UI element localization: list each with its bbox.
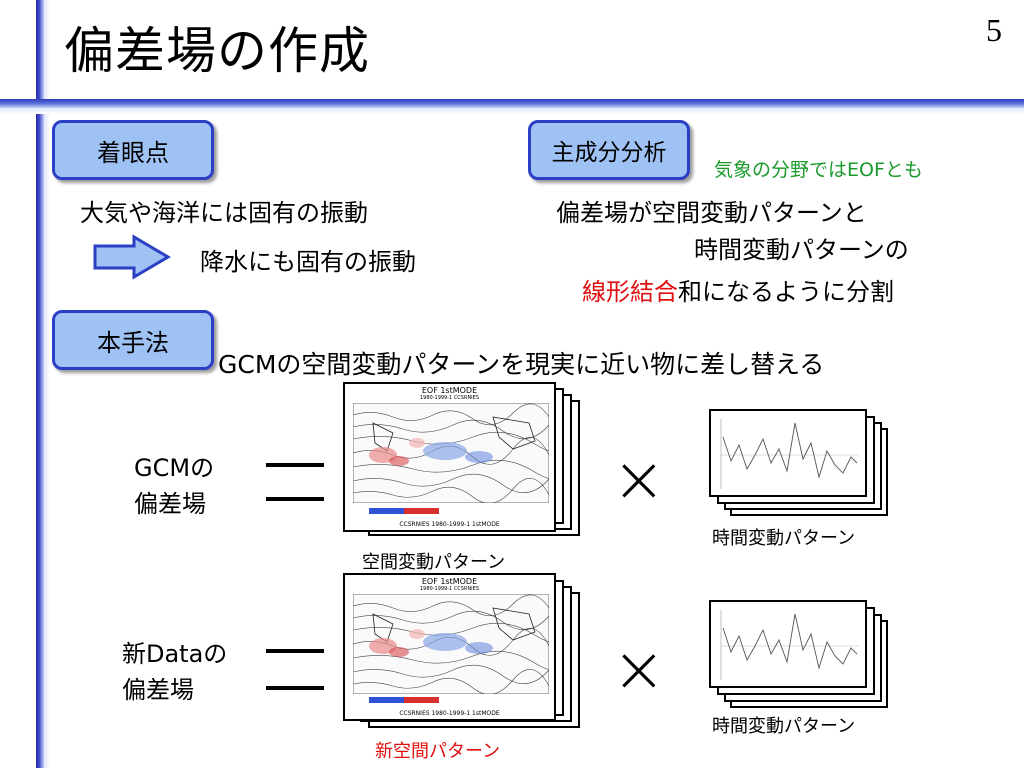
pca-box-label: 主成分分析 <box>551 140 667 166</box>
eof-note: 気象の分野ではEOFとも <box>714 159 923 181</box>
equals-top-bar <box>266 463 324 467</box>
method-box: 本手法 <box>52 310 214 370</box>
new-spatial-caption-red: 新 <box>375 741 393 762</box>
equals-bottom-bar <box>266 497 324 501</box>
time-series-plot <box>709 409 867 497</box>
colorbar-2 <box>369 697 439 703</box>
temporal-caption-1: 時間変動パターン <box>712 528 856 549</box>
focus-line-2: 降水にも固有の振動 <box>200 248 416 276</box>
slide-title: 偏差場の作成 <box>64 22 370 80</box>
horizontal-accent-shadow <box>0 108 1024 114</box>
spatial-pattern-map: EOF 1stMODE 1980-1999-1 CCSRNIES CCSRNIE… <box>343 382 556 532</box>
vertical-accent-shadow <box>44 0 50 768</box>
pca-line-3-rest: 和になるように分割 <box>678 278 894 306</box>
multiply-symbol: × <box>612 443 666 517</box>
map-footer: CCSRNIES 1980-1999-1 1stMODE <box>399 521 500 528</box>
gcm-anomaly-label: GCMの 偏差場 <box>134 450 214 522</box>
pca-line-1: 偏差場が空間変動パターンと <box>556 199 867 227</box>
method-text: GCMの空間変動パターンを現実に近い物に差し替える <box>218 350 825 379</box>
gcm-label-line2: 偏差場 <box>134 490 206 518</box>
map2-title: EOF 1stMODE <box>421 577 478 586</box>
new-data-label-line2: 偏差場 <box>122 676 194 704</box>
linear-combination-text: 線形結合 <box>582 278 678 306</box>
colorbar <box>369 508 439 514</box>
equals2-top-bar <box>266 649 324 653</box>
new-spatial-caption-rest: 空間パターン <box>393 741 501 762</box>
method-box-label: 本手法 <box>97 328 169 357</box>
focus-box-label: 着眼点 <box>97 138 169 167</box>
spatial-caption: 空間変動パターン <box>362 552 506 573</box>
map2-footer: CCSRNIES 1980-1999-1 1stMODE <box>399 710 500 717</box>
map2-subtitle: 1980-1999-1 CCSRNIES <box>419 586 479 592</box>
multiply-symbol-2: × <box>612 633 666 707</box>
focus-box: 着眼点 <box>52 120 214 180</box>
new-spatial-pattern-map: EOF 1stMODE 1980-1999-1 CCSRNIES CCSRNIE… <box>343 573 556 721</box>
gcm-label-line1: GCMの <box>134 454 215 482</box>
time-series-line-2 <box>720 610 859 680</box>
new-data-anomaly-label: 新Dataの 偏差場 <box>122 636 227 708</box>
pca-line-3: 線形結合和になるように分割 <box>582 272 894 307</box>
map-title: EOF 1stMODE <box>421 386 478 395</box>
page-number: 5 <box>986 12 1002 48</box>
temporal-caption-2: 時間変動パターン <box>712 716 856 737</box>
world-map-contour <box>353 403 549 503</box>
focus-line-1: 大気や海洋には固有の振動 <box>80 199 368 227</box>
time-series-line <box>720 419 859 489</box>
pca-line-2: 時間変動パターンの <box>694 236 909 264</box>
horizontal-accent-bar <box>0 99 1024 108</box>
new-spatial-caption: 新空間パターン <box>375 737 500 763</box>
world-map-contour-2 <box>353 594 549 694</box>
map-subtitle: 1980-1999-1 CCSRNIES <box>419 395 479 401</box>
equals2-bottom-bar <box>266 686 324 690</box>
new-data-label-line1: 新Dataの <box>122 640 228 668</box>
pca-box: 主成分分析 <box>528 120 690 180</box>
time-series-plot-2 <box>709 600 867 688</box>
right-arrow-icon <box>93 234 171 280</box>
vertical-accent-bar <box>36 0 44 768</box>
